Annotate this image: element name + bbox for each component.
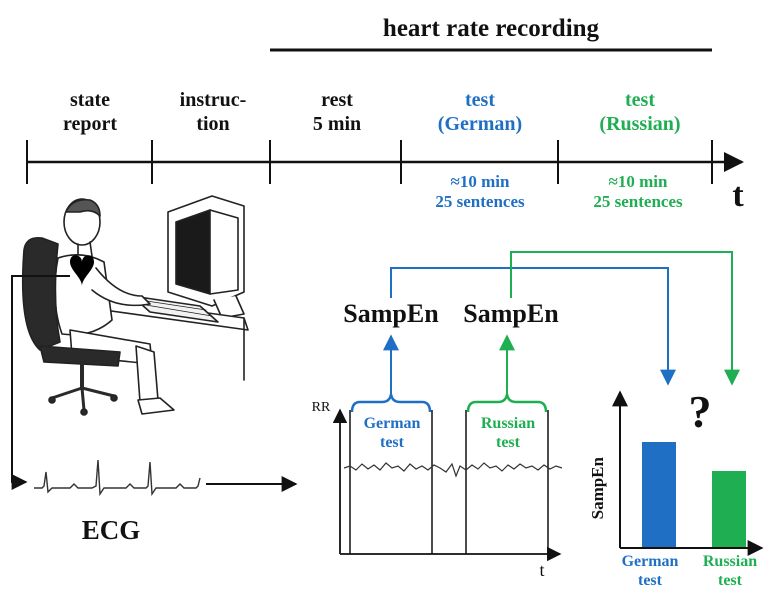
timeline-ticks <box>26 140 713 184</box>
phase-test-german: test (German) <box>412 88 548 136</box>
phase-state-report: state report <box>40 88 140 136</box>
phase-label-line2: tion <box>196 113 230 135</box>
sentence-count: 25 sentences <box>593 192 683 212</box>
bar-russian-test <box>712 471 746 547</box>
phase-instruction: instruc- tion <box>158 88 268 136</box>
comparison-y-label: SampEn <box>587 457 607 520</box>
segment-label-line1: Russian <box>480 415 536 432</box>
bar-label-line2: test <box>638 572 662 590</box>
phase-label-line2: (German) <box>437 113 523 135</box>
bar-label-german: German test <box>612 552 688 590</box>
russian-segment-brace <box>466 393 548 413</box>
person-at-computer-illustration <box>21 195 249 416</box>
russian-test-duration: ≈10 min 25 sentences <box>562 172 714 213</box>
ecg-label: ECG <box>81 515 141 545</box>
phase-label-line2: 5 min <box>312 113 362 135</box>
bar-label-line1: German <box>621 553 679 570</box>
comparison-question-mark: ? <box>688 386 712 437</box>
phase-label-line1: test <box>625 89 655 111</box>
bar-german-test <box>642 442 676 547</box>
segment-label-line2: test <box>380 434 404 452</box>
recording-header: heart rate recording <box>382 15 600 42</box>
segment-label-line2: test <box>496 434 520 452</box>
rr-plot-x-label: t <box>539 560 545 580</box>
sampen-label-russian: SampEn <box>463 299 559 328</box>
german-segment-label: German test <box>352 414 432 452</box>
russian-sampen-to-bar-connector <box>510 251 740 386</box>
german-test-duration: ≈10 min 25 sentences <box>404 172 556 213</box>
segment-label-line1: German <box>363 415 421 432</box>
sampen-label-german: SampEn <box>343 299 439 328</box>
phase-label-line2: report <box>62 113 118 135</box>
timeline-axis-label: t <box>732 177 744 214</box>
bar-label-line2: test <box>718 572 742 590</box>
heart-icon <box>70 255 94 286</box>
german-segment-brace <box>350 393 432 413</box>
duration-text: ≈10 min <box>608 172 668 191</box>
sentence-count: 25 sentences <box>435 192 525 212</box>
duration-text: ≈10 min <box>450 172 510 191</box>
rr-plot-y-label: RR <box>311 400 331 415</box>
phase-label-line1: rest <box>321 89 353 111</box>
rr-series-trace <box>343 462 563 478</box>
phase-test-russian: test (Russian) <box>572 88 708 136</box>
phase-label-line2: (Russian) <box>599 113 681 135</box>
phase-label-line1: instruc- <box>179 89 247 111</box>
ecg-trace <box>34 459 201 497</box>
bar-label-line1: Russian <box>702 553 758 570</box>
russian-segment-label: Russian test <box>466 414 550 452</box>
phase-label-line1: test <box>465 89 495 111</box>
german-sampen-to-bar-connector <box>390 267 676 386</box>
phase-rest: rest 5 min <box>282 88 392 136</box>
bar-label-russian: Russian test <box>692 552 768 590</box>
heart-to-ecg-connector <box>11 275 70 490</box>
phase-label-line1: state <box>70 89 110 111</box>
